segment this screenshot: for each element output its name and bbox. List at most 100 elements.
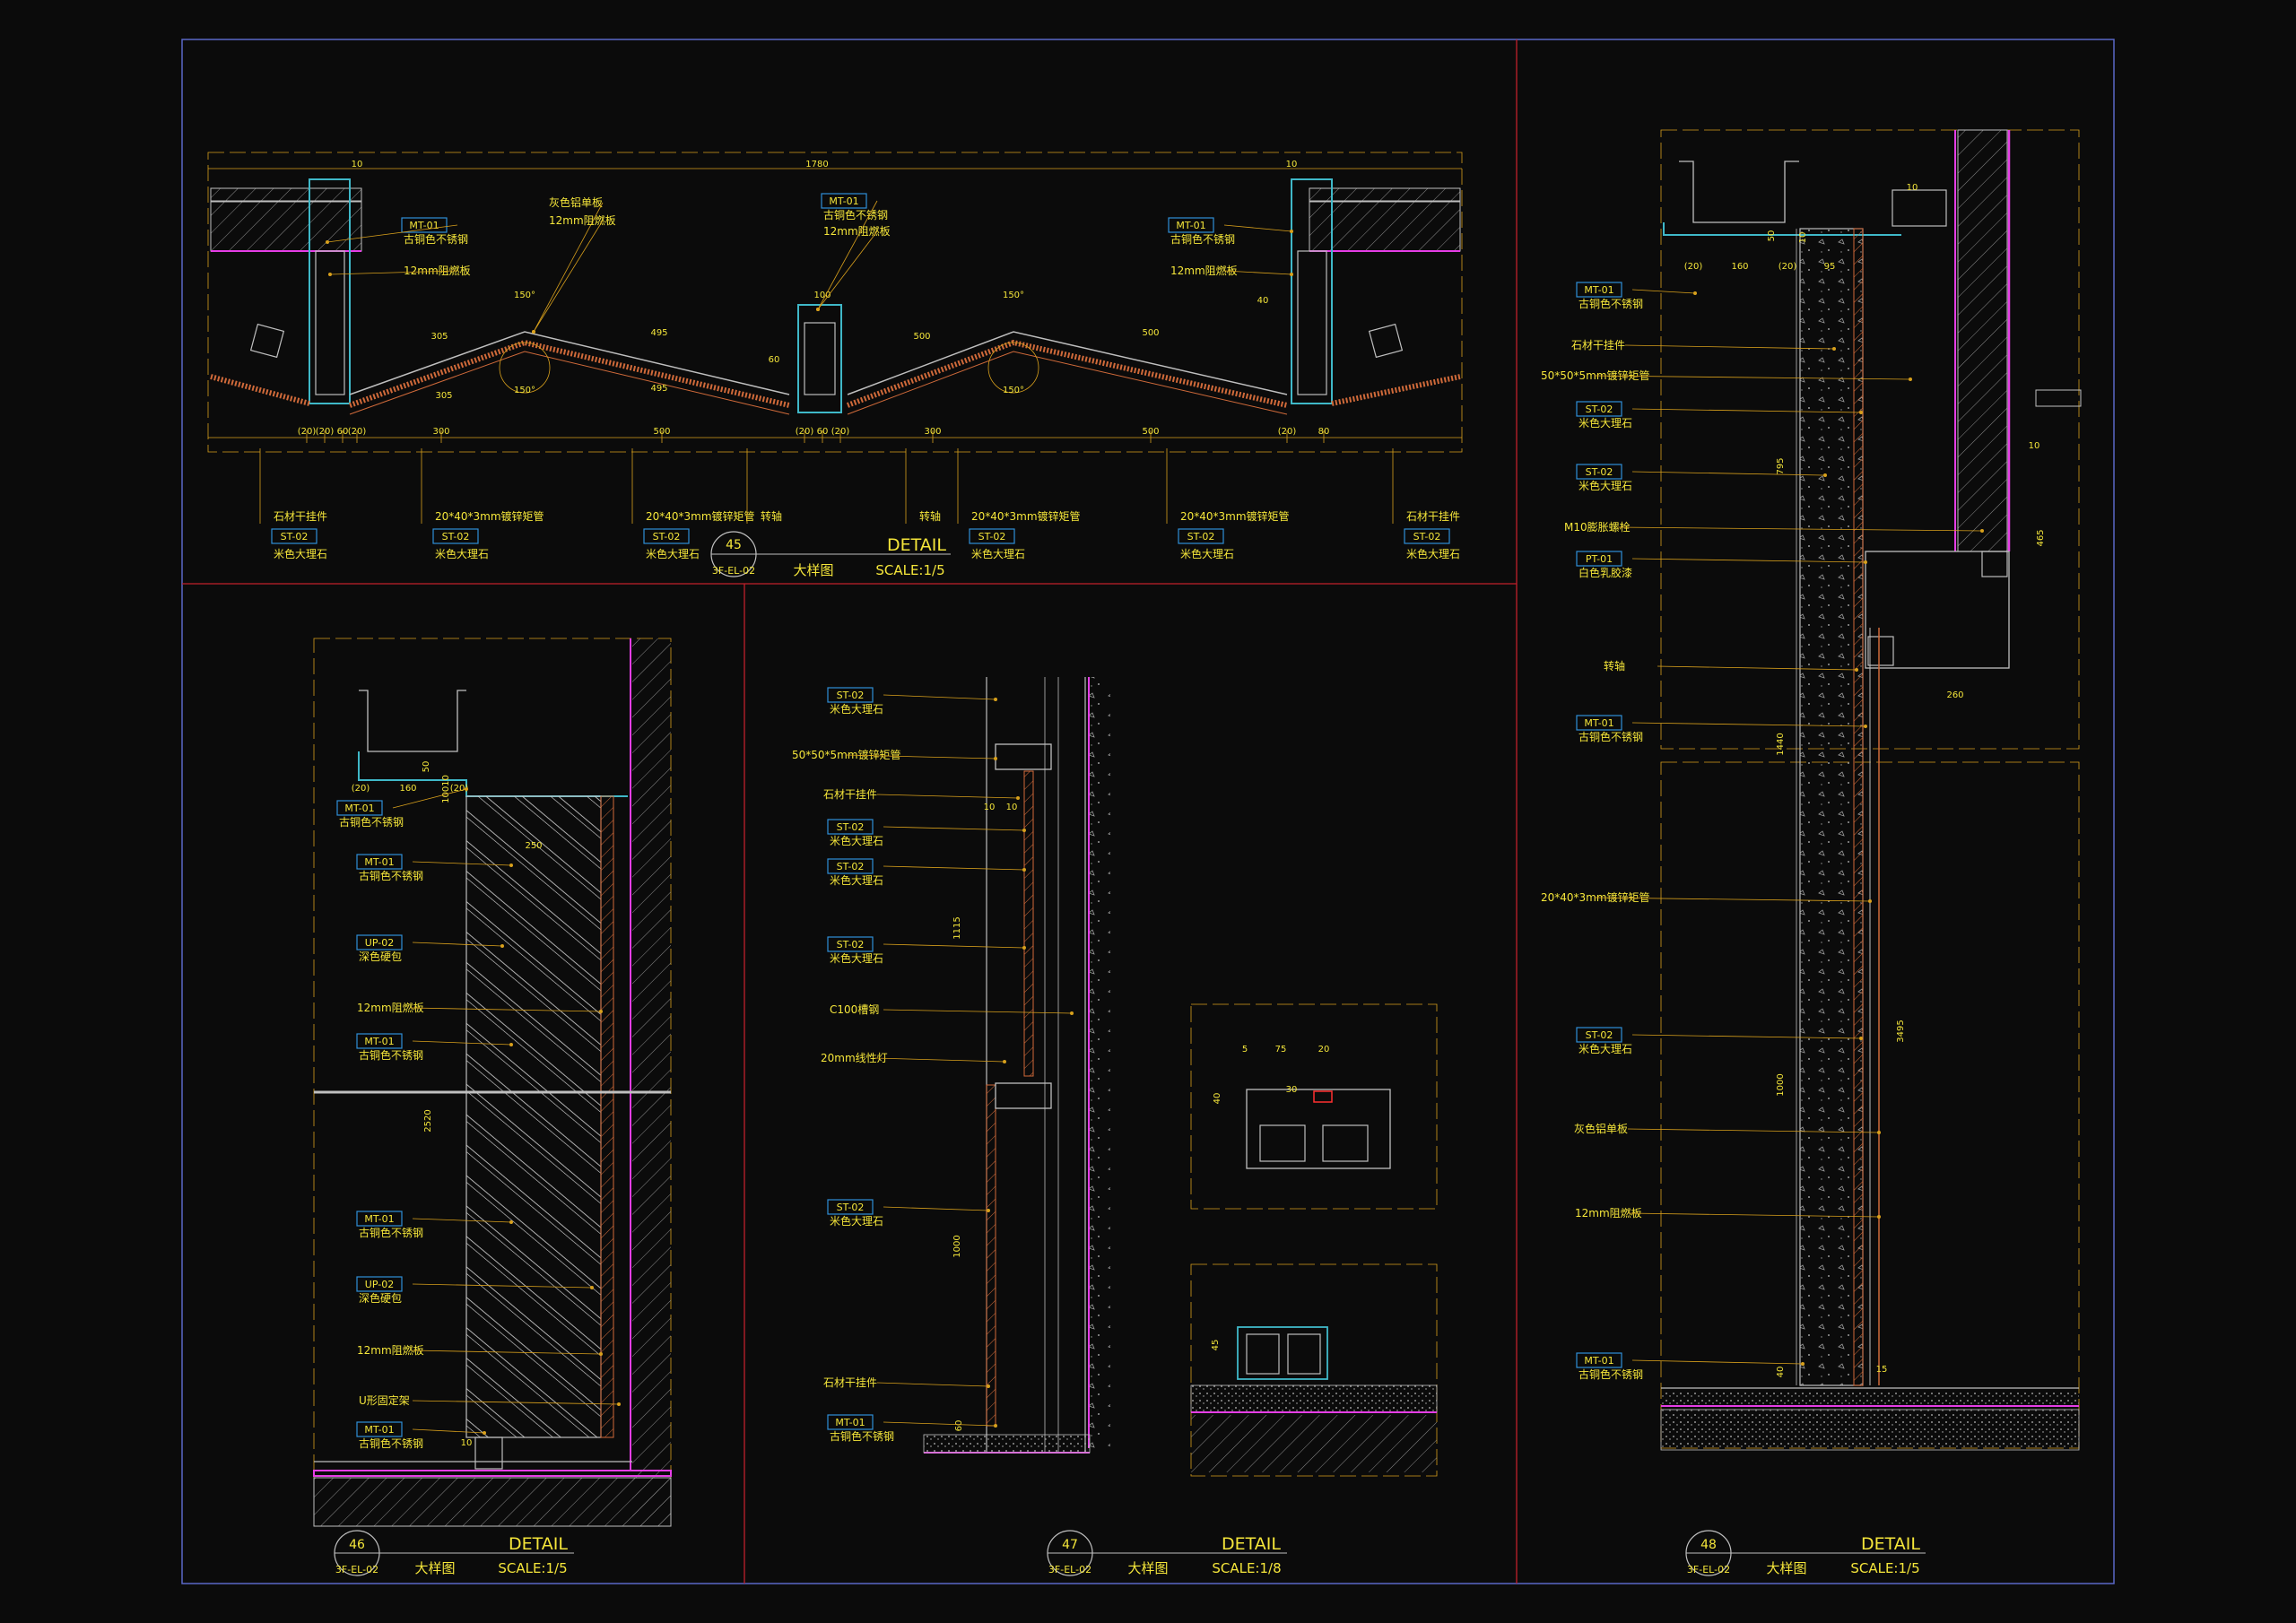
material-note: 米色大理石 [1406, 548, 1460, 560]
dimension-text: 795 [1776, 457, 1786, 474]
dimension-text: 5 [1242, 1045, 1248, 1055]
leader-dot [1070, 1011, 1074, 1015]
leader-dot [1290, 273, 1293, 276]
callout-line-label: 石材干挂件 [1406, 510, 1460, 523]
material-tag: MT-01 [364, 1213, 394, 1225]
dimension-text: 10 [2029, 441, 2040, 451]
material-note: 白色乳胶漆 [1578, 566, 1632, 579]
leader-line [883, 1009, 1073, 1014]
leader-line [326, 224, 458, 243]
callout-line-label: 20*40*3mm镀锌矩管 [435, 509, 544, 523]
material-tag: MT-01 [364, 1036, 394, 1047]
material-tag-box [827, 1199, 874, 1215]
dimension-text: 10 [461, 1438, 473, 1448]
leader-dot [994, 1424, 997, 1428]
material-tag: ST-02 [1187, 531, 1215, 542]
dim-total: 1780 [805, 160, 828, 169]
material-tag: ST-02 [837, 821, 865, 833]
leader-dot [617, 1402, 621, 1406]
material-tag-box [1404, 528, 1450, 544]
leader-line [412, 1040, 512, 1046]
leader-dot [532, 330, 535, 334]
leader-dot [1859, 1037, 1863, 1040]
material-tag-box [1178, 528, 1224, 544]
material-tag-box [401, 217, 448, 233]
dimension-text: 10 [984, 803, 996, 812]
leader-line [533, 220, 604, 333]
material-note: U形固定架 [359, 1393, 410, 1407]
material-note: C100槽钢 [830, 1003, 879, 1016]
material-tag: ST-02 [1586, 404, 1613, 415]
dimension-text: 40 [1213, 1093, 1222, 1105]
material-note: 米色大理石 [1578, 480, 1632, 492]
leader-line [883, 826, 1025, 831]
material-tag: MT-01 [364, 856, 394, 868]
leader-dot [326, 240, 329, 244]
detail-45-title-block: 45 3F-EL-02 DETAIL 大样图 SCALE:1/5 [710, 531, 951, 578]
dimension-text: 495 [650, 328, 667, 338]
leader-dot [994, 757, 997, 760]
material-tag: ST-02 [837, 861, 865, 872]
material-note: 米色大理石 [1578, 417, 1632, 430]
material-note: 50*50*5mm镀锌矩管 [1541, 369, 1650, 382]
material-tag-box [1168, 217, 1214, 233]
material-tag-box [271, 528, 317, 544]
material-tag-box [1576, 715, 1622, 731]
detail-48-scale: SCALE:1/5 [1850, 1560, 1919, 1576]
leader-line [1657, 665, 1857, 671]
material-note: 米色大理石 [274, 548, 327, 560]
material-tag: MT-01 [364, 1424, 394, 1436]
leader-dot [1909, 378, 1912, 381]
material-tag: ST-02 [978, 531, 1006, 542]
dimension-text: 20 [1318, 1045, 1330, 1055]
material-tag-box [827, 858, 874, 874]
material-tag-box [356, 854, 403, 870]
leader-line [1617, 526, 1983, 532]
dimension-text: 60 [954, 1420, 964, 1432]
leader-dot [1864, 560, 1867, 564]
callout-top: 12mm阻燃板 [532, 213, 616, 334]
material-tag-box [1576, 282, 1622, 298]
material-tag-box [432, 528, 479, 544]
leader-line [412, 1218, 512, 1223]
material-tag: ST-02 [281, 531, 309, 542]
leader-dot [1859, 411, 1863, 414]
leader-line [1628, 1212, 1880, 1218]
material-note: 灰色铝单板 [549, 195, 603, 209]
material-tag: MT-01 [835, 1417, 865, 1428]
dimension-text: 160 [399, 784, 416, 794]
material-tag-box [1576, 551, 1622, 567]
material-note: 米色大理石 [435, 548, 489, 560]
leader-dot [328, 273, 332, 276]
leader-line [817, 200, 878, 310]
material-note: 12mm阻燃板 [1575, 1206, 1642, 1219]
callout: 12mm阻燃板 [357, 1343, 603, 1357]
leader-line [1631, 408, 1862, 413]
material-note: 深色硬包 [359, 950, 402, 963]
leader-dot [1832, 347, 1836, 351]
callout-line-label: 20*40*3mm镀锌矩管 [646, 509, 755, 523]
callout-line-label: 20*40*3mm镀锌矩管 [1180, 509, 1290, 523]
material-note: 古铜色不锈钢 [359, 1436, 423, 1450]
callout: 20*40*3mm镀锌矩管 [1541, 890, 1872, 904]
leader-line [1223, 224, 1292, 232]
material-note: 古铜色不锈钢 [1578, 730, 1643, 743]
material-tag-box [827, 1414, 874, 1430]
material-note: 深色硬包 [359, 1292, 402, 1305]
material-tag: ST-02 [653, 531, 681, 542]
leader-line [1594, 897, 1871, 902]
leader-line [412, 1283, 593, 1289]
leader-line [412, 1428, 485, 1434]
dimension-text: 10 [1907, 183, 1918, 193]
dimension-text: 150° [514, 386, 535, 395]
material-note: 米色大理石 [830, 703, 883, 716]
material-tag: MT-01 [1584, 717, 1613, 729]
